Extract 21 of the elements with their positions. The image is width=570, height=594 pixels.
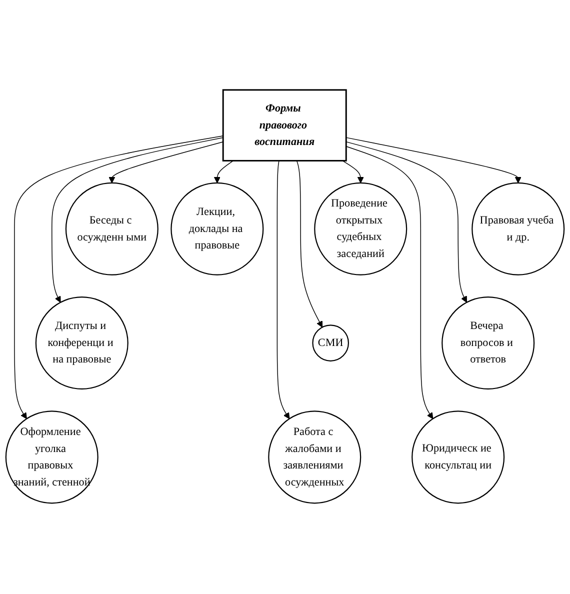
node-circle: Вечера вопросов и ответов: [442, 297, 535, 390]
node-circle: Лекции, доклады на правовые: [170, 182, 264, 276]
arrow: [276, 160, 290, 420]
arrow: [346, 146, 434, 420]
node-circle: Юридическ ие консультац ии: [412, 411, 505, 504]
arrow: [214, 160, 234, 184]
arrow: [296, 160, 323, 328]
node-circle: СМИ: [312, 325, 349, 362]
node-circle: Беседы с осужденн ыми: [65, 182, 158, 276]
arrow: [342, 160, 364, 184]
arrow: [108, 142, 224, 184]
arrow: [14, 136, 224, 420]
arrow: [346, 142, 467, 304]
arrow: [346, 138, 522, 184]
node-circle: Правовая учеба и др.: [472, 182, 565, 276]
node-circle: Оформление уголка правовых знаний, стенной: [5, 411, 98, 504]
arrow: [52, 138, 224, 304]
node-box: Формы правового воспитания: [222, 90, 347, 162]
node-circle: Работа с жалобами и заявлениями осужденных: [268, 411, 362, 504]
node-circle: Диспуты и конференци и на правовые: [35, 297, 128, 390]
node-circle: Проведение открытых судебных заседаний: [314, 182, 408, 276]
